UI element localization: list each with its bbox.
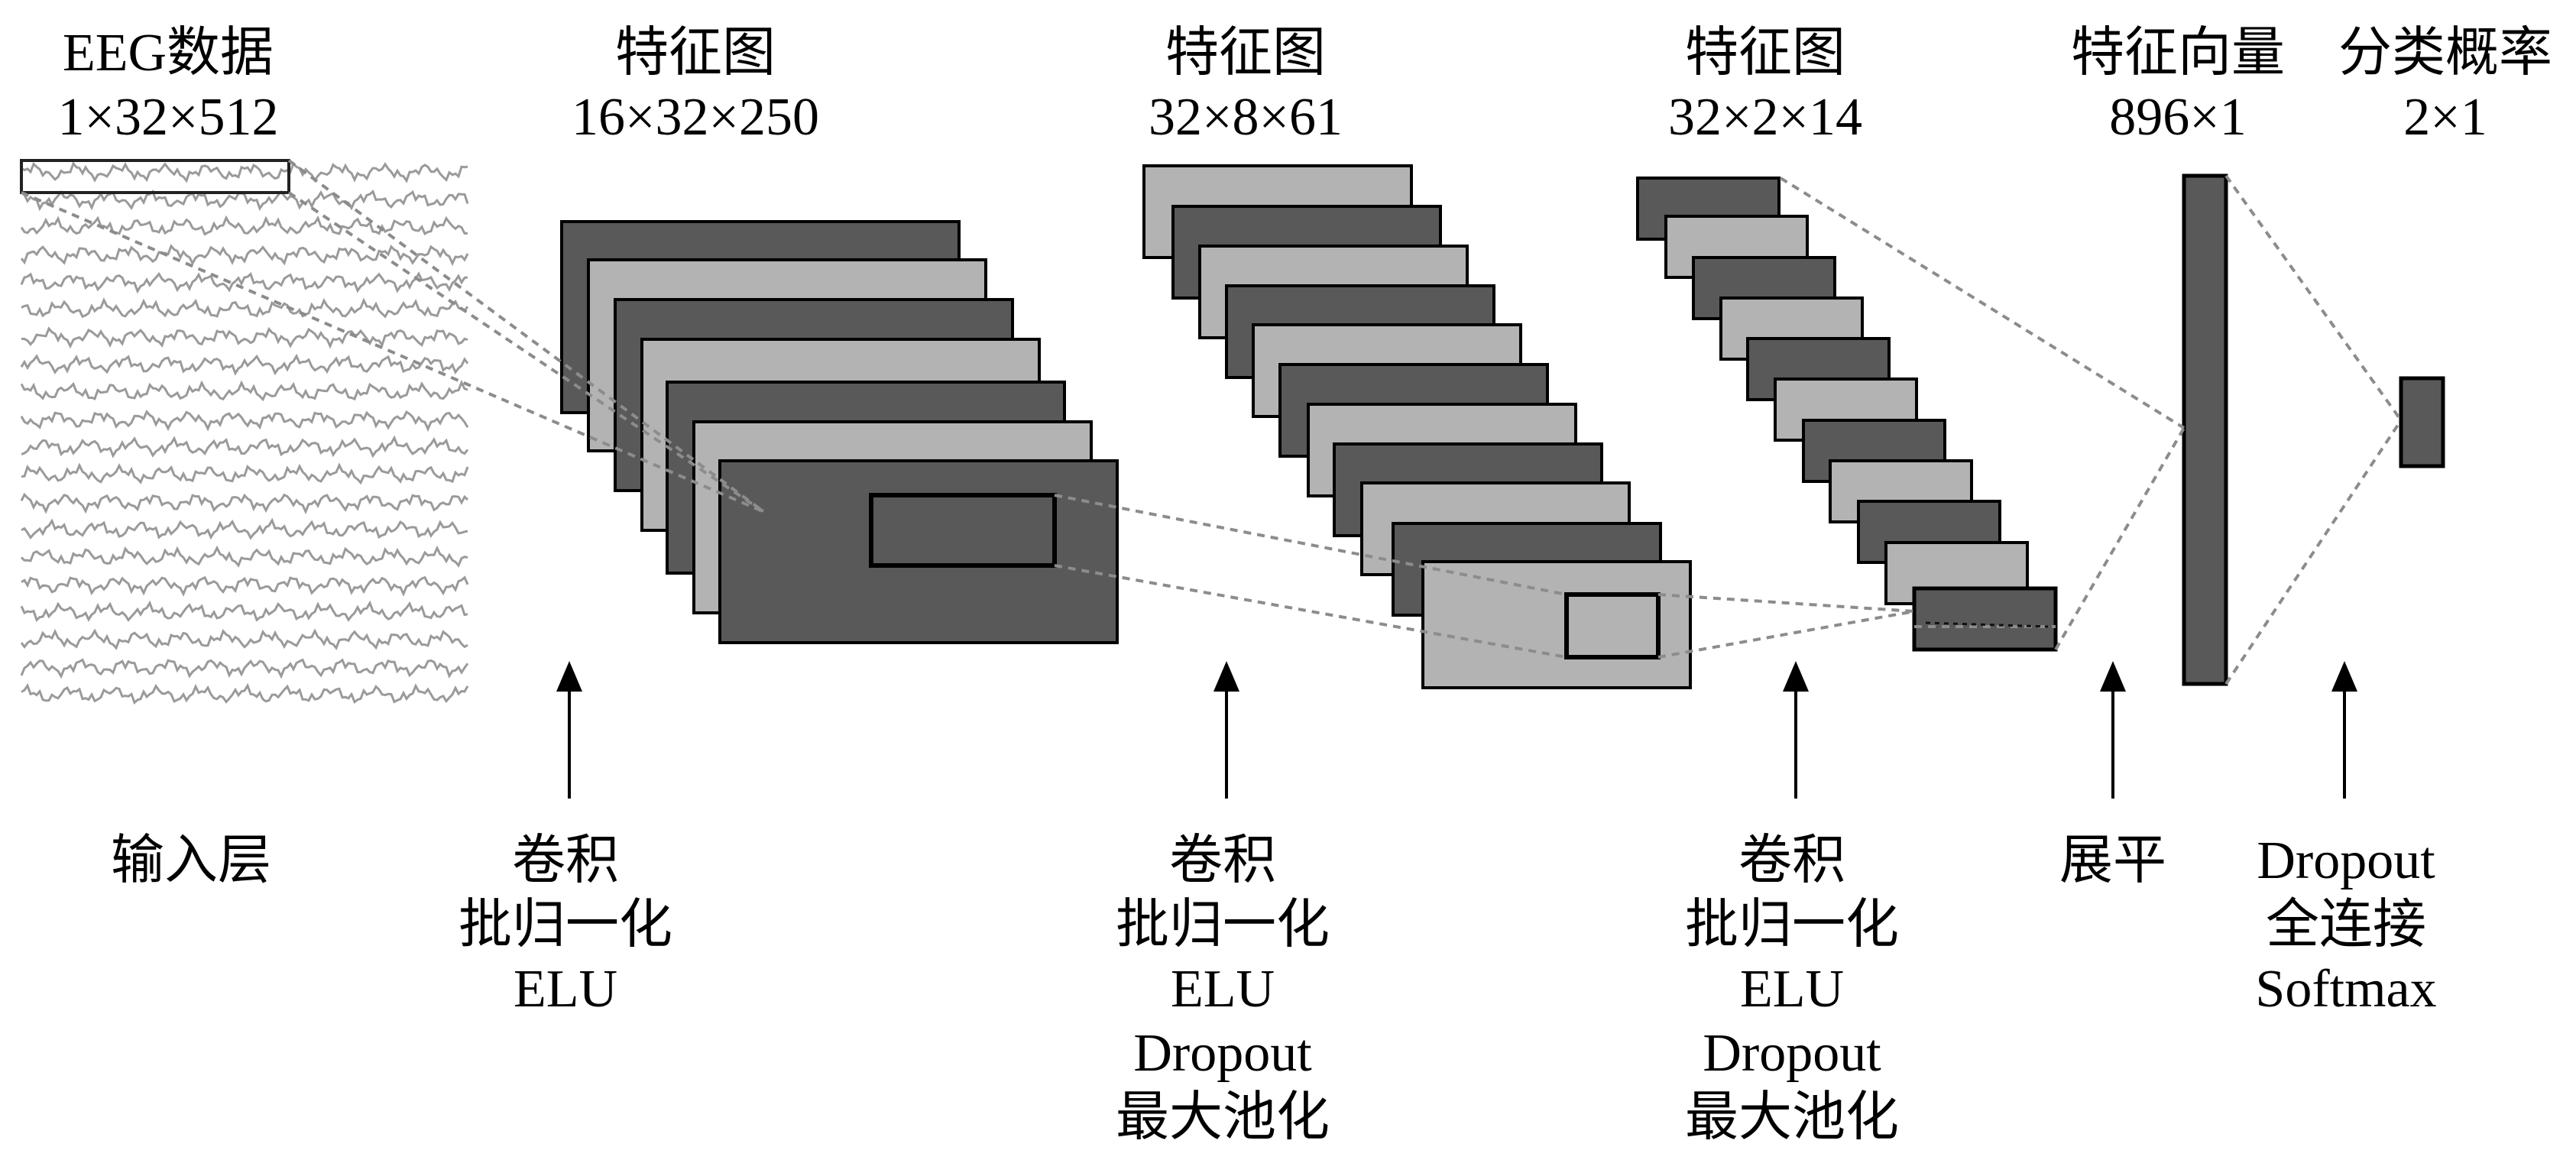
dashed-connector	[1779, 177, 2186, 429]
label-eeg-data-title: EEG数据	[62, 24, 274, 83]
dashed-connector	[1054, 494, 1567, 596]
flatten-bundle-line	[1925, 621, 2049, 628]
label-eeg-data: EEG数据 1×32×512	[53, 21, 283, 150]
eeg-channel-wave	[20, 244, 469, 267]
label-feature-vector-size: 896×1	[2109, 88, 2247, 147]
up-arrow-head	[556, 661, 582, 692]
feature-map-2-slice	[1421, 560, 1692, 689]
eeg-input-waveforms	[20, 159, 469, 705]
label-block-3-elu: ELU	[1739, 960, 1845, 1019]
eeg-channel-wave	[20, 215, 468, 236]
label-block-2-elu: ELU	[1170, 960, 1275, 1019]
label-feature-map-1-size: 16×32×250	[572, 88, 819, 147]
eeg-channel-wave	[21, 435, 469, 458]
label-class-probability: 分类概率 2×1	[2323, 21, 2568, 150]
input-kernel-window	[20, 159, 290, 194]
label-block-2-bn: 批归一化	[1116, 896, 1330, 954]
up-arrow	[2100, 661, 2126, 799]
label-block-2: 卷积 批归一化 ELU Dropout 最大池化	[1100, 829, 1345, 1150]
up-arrow	[1213, 661, 1239, 799]
up-arrow-head	[1783, 661, 1809, 692]
dashed-connector	[21, 191, 765, 514]
label-classifier-dropout: Dropout	[2257, 831, 2435, 890]
eeg-channel-wave	[20, 380, 468, 402]
eeg-channel-wave	[21, 297, 469, 319]
label-block-1: 卷积 批归一化 ELU	[443, 829, 688, 1022]
dashed-connector	[1657, 593, 1915, 613]
eeg-channel-wave	[20, 658, 469, 679]
up-arrow	[556, 661, 582, 799]
label-feature-map-3-size: 32×2×14	[1668, 88, 1862, 147]
label-block-3-conv: 卷积	[1738, 831, 1845, 890]
label-feature-map-1-title: 特征图	[615, 24, 776, 83]
feature-map-3-final-slice	[1912, 586, 2058, 652]
eeg-channel-wave	[20, 410, 469, 433]
label-block-3-dropout: Dropout	[1703, 1024, 1881, 1083]
eeg-channel-wave	[21, 462, 469, 485]
dashed-connector	[2054, 426, 2186, 651]
dashed-connector	[2224, 174, 2403, 422]
stage-arrows	[556, 661, 2357, 799]
label-feature-map-3-title: 特征图	[1685, 24, 1845, 83]
eeg-channel-wave	[20, 600, 468, 622]
label-classifier-softmax: Softmax	[2255, 960, 2437, 1019]
up-arrow-head	[2100, 661, 2126, 692]
up-arrow	[1783, 661, 1809, 799]
eeg-channel-wave	[21, 189, 469, 212]
label-flatten-line: 展平	[2059, 831, 2166, 890]
eeg-channel-wave	[20, 271, 468, 294]
label-block-2-dropout: Dropout	[1133, 1024, 1312, 1083]
eeg-channel-wave	[21, 517, 468, 540]
feature-map-1-pool-window	[869, 493, 1057, 568]
dashed-connector	[1657, 610, 1915, 659]
label-block-1-bn: 批归一化	[458, 896, 672, 954]
eeg-channel-wave	[21, 326, 468, 349]
label-input-layer: 输入层	[76, 829, 306, 893]
label-feature-map-3: 特征图 32×2×14	[1635, 21, 1895, 150]
label-feature-map-2: 特征图 32×8×61	[1116, 21, 1375, 150]
label-feature-vector: 特征向量 896×1	[2048, 21, 2308, 150]
label-class-probability-title: 分类概率	[2338, 24, 2552, 83]
label-block-1-elu: ELU	[513, 960, 618, 1019]
label-eeg-data-size: 1×32×512	[57, 88, 279, 147]
label-block-2-conv: 卷积	[1169, 831, 1276, 890]
class-probability-bar	[2399, 376, 2445, 468]
eeg-channel-wave	[20, 545, 468, 568]
up-arrow	[2331, 661, 2357, 799]
feature-vector-bar	[2182, 173, 2228, 686]
eeg-channel-wave	[21, 682, 469, 705]
label-feature-vector-title: 特征向量	[2071, 24, 2285, 83]
eeg-channel-wave	[21, 161, 468, 183]
up-arrow-head	[1213, 661, 1239, 692]
label-classifier: Dropout 全连接 Softmax	[2224, 829, 2468, 1022]
eeg-channel-wave	[20, 628, 468, 650]
label-block-3-maxpool: 最大池化	[1685, 1088, 1899, 1147]
label-block-2-maxpool: 最大池化	[1116, 1088, 1330, 1147]
feature-map-2-pool-window	[1564, 592, 1661, 659]
label-feature-map-2-size: 32×8×61	[1149, 88, 1343, 147]
eeg-channel-wave	[20, 353, 469, 376]
feature-map-stacks	[560, 164, 2445, 689]
dashed-connector	[1054, 564, 1567, 659]
label-classifier-fc: 全连接	[2266, 896, 2426, 954]
label-block-3-bn: 批归一化	[1685, 896, 1899, 954]
label-feature-map-1: 特征图 16×32×250	[558, 21, 833, 150]
label-class-probability-size: 2×1	[2403, 88, 2487, 147]
eeg-channel-wave	[20, 492, 469, 515]
label-input-layer-line: 输入层	[111, 831, 271, 890]
label-feature-map-2-title: 特征图	[1165, 24, 1326, 83]
dashed-connector	[287, 159, 766, 514]
label-flatten: 展平	[2036, 829, 2189, 893]
label-block-1-conv: 卷积	[512, 831, 619, 890]
up-arrow-head	[2331, 661, 2357, 692]
connector-lines	[21, 159, 2403, 685]
label-block-3: 卷积 批归一化 ELU Dropout 最大池化	[1670, 829, 1914, 1150]
eeg-channel-wave	[21, 575, 469, 597]
dashed-connector	[2224, 419, 2403, 685]
